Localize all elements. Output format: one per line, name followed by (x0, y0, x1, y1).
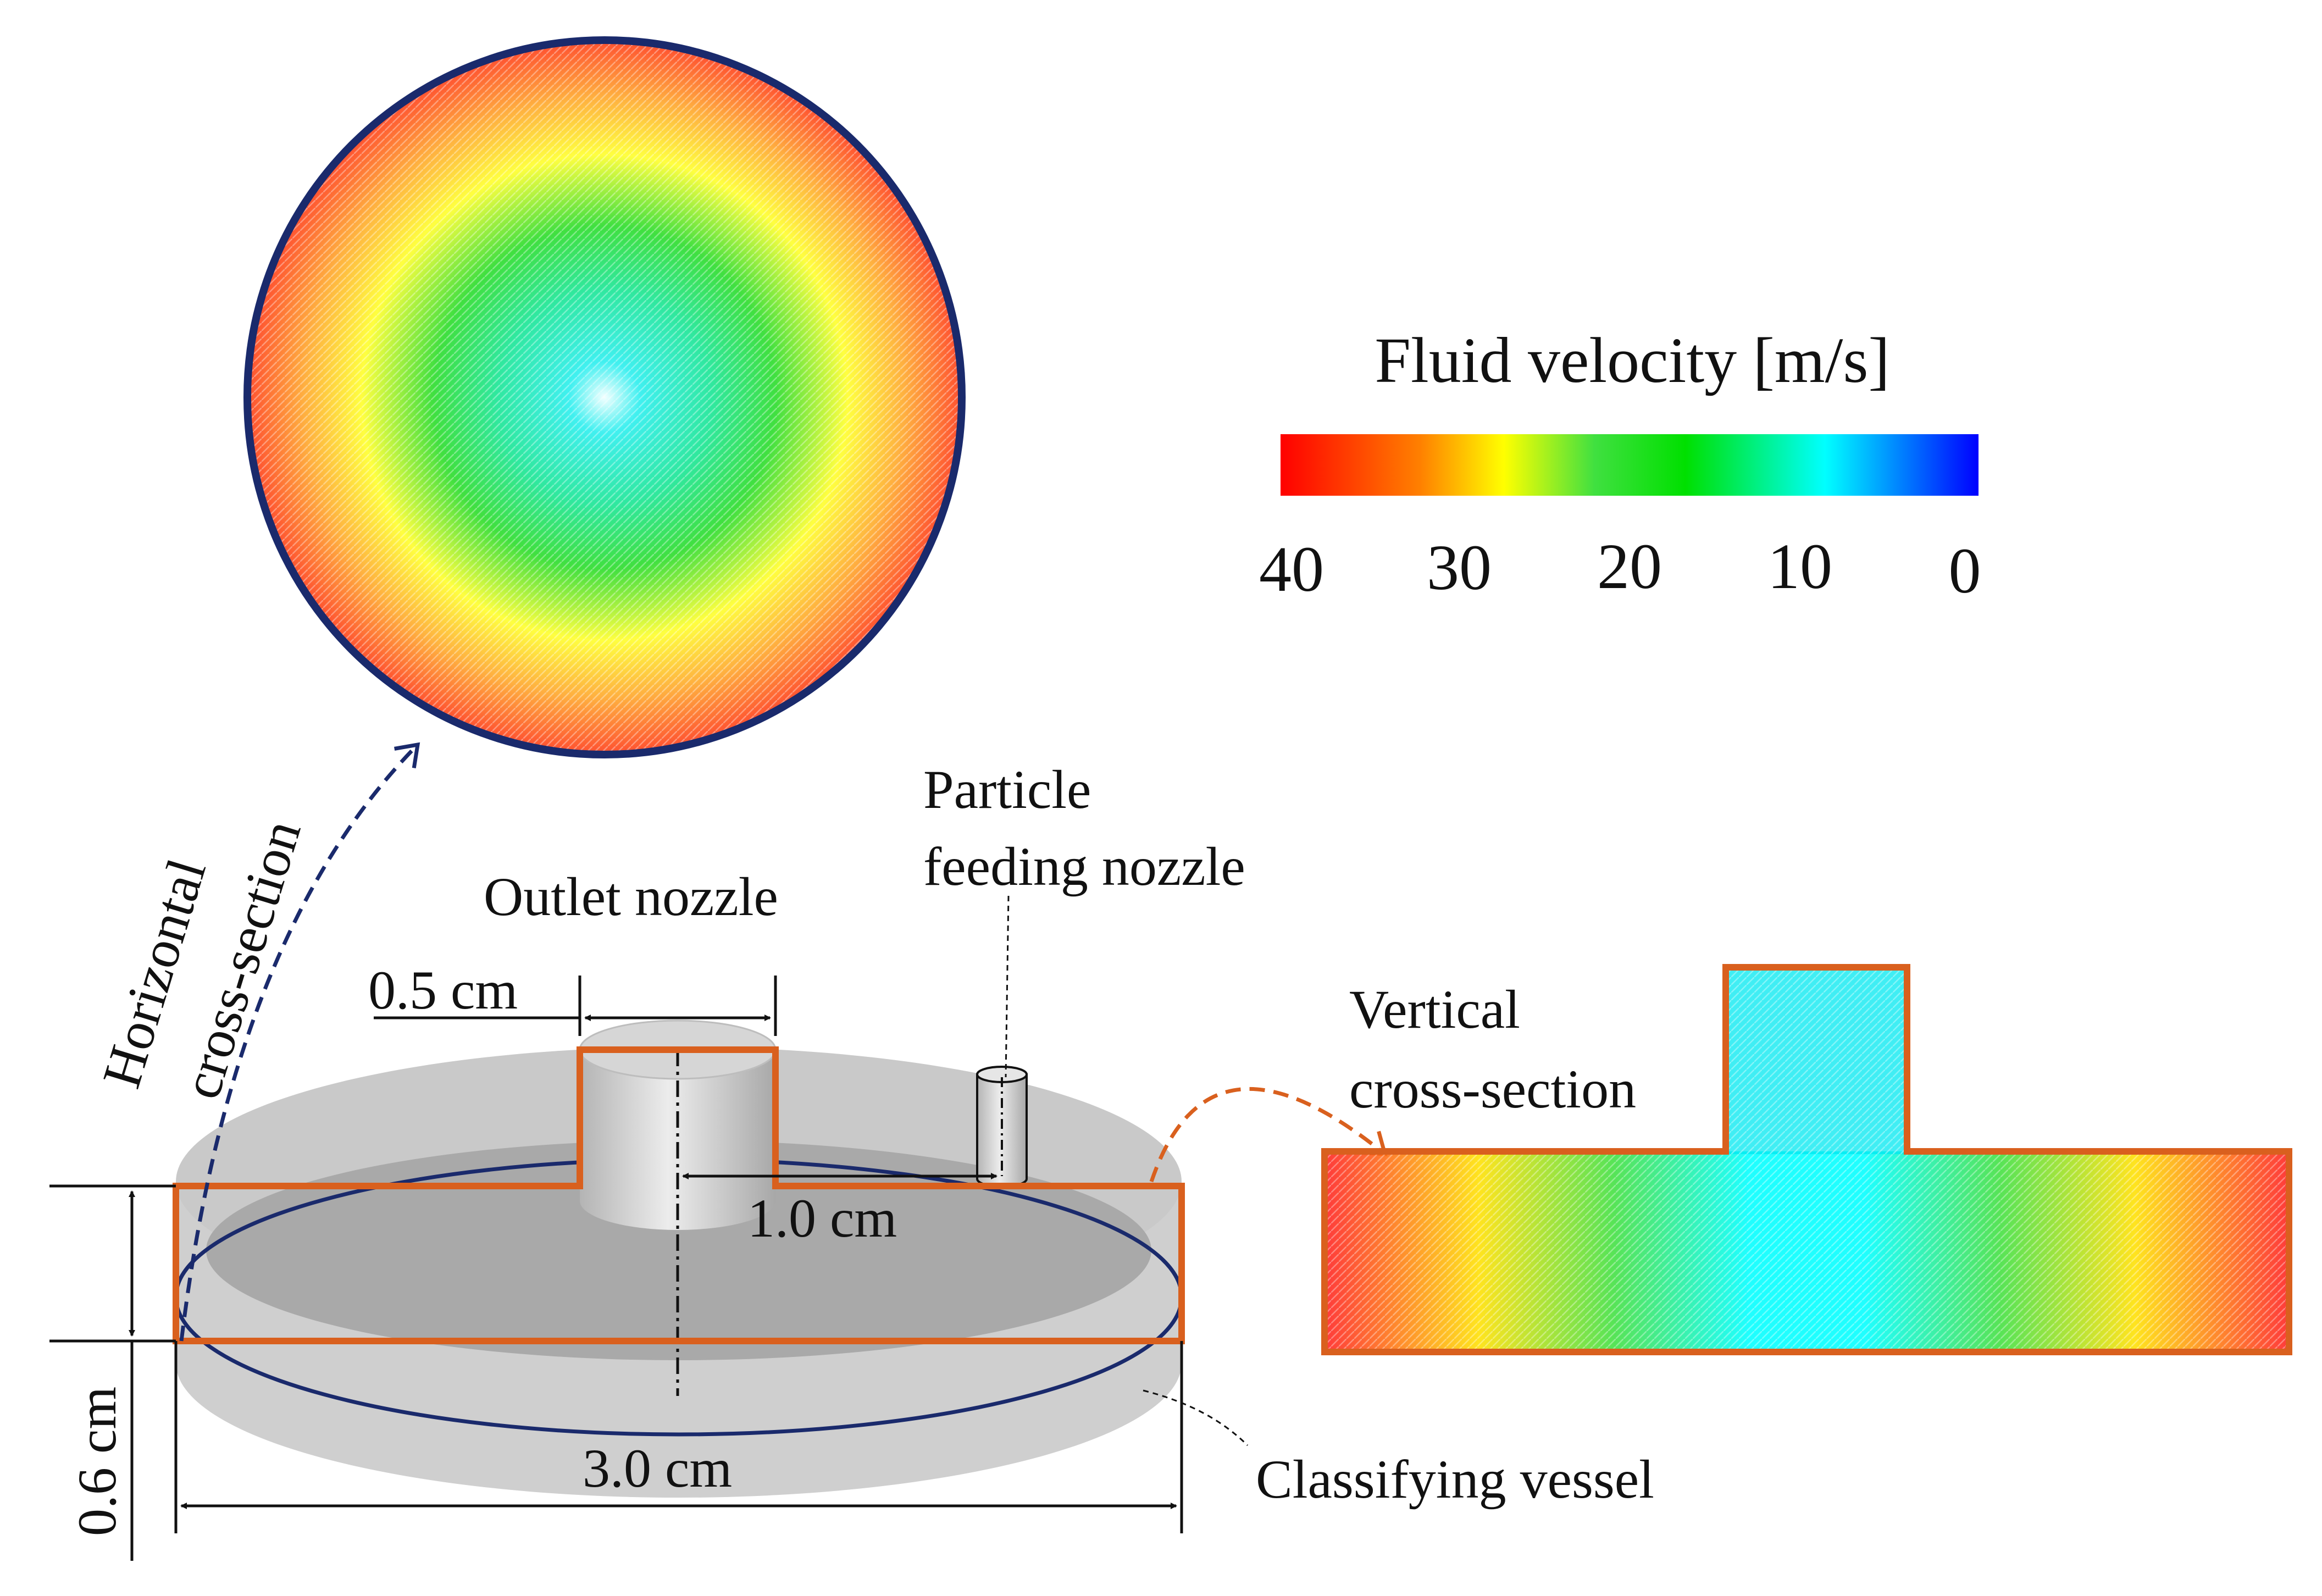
colorbar-tick-0: 0 (1949, 535, 1981, 607)
vessel-section-outline (173, 1046, 1185, 1344)
colorbar-tick-10: 10 (1767, 530, 1832, 602)
vertical-section-nozzle-texture (1726, 967, 1907, 1154)
vertical-section-outline (1321, 964, 2292, 1355)
horizontal-section-disk (243, 36, 966, 758)
dim-0-6-label: 0.6 cm (66, 1387, 128, 1536)
colorbar-tick-20: 20 (1597, 530, 1662, 602)
dim-3-0-label: 3.0 cm (583, 1438, 732, 1499)
dim-0-5-label: 0.5 cm (368, 960, 518, 1021)
colorbar-title: Fluid velocity [m/s] (1375, 324, 1889, 396)
outlet-nozzle-body (580, 1050, 775, 1230)
vertical-section-arrow (1149, 1087, 1388, 1183)
horizontal-section-label-line2: cross-section (170, 813, 313, 1106)
dimension-annotations (49, 976, 1183, 1561)
disk-vector-texture (247, 40, 962, 755)
particle-label-line2: feeding nozzle (923, 836, 1245, 897)
classifying-vessel (173, 1019, 1185, 1498)
vessel-leader (1143, 1389, 1249, 1447)
horizontal-section-arrow (179, 742, 420, 1342)
colorbar: Fluid velocity [m/s] 40 30 20 10 0 (1259, 324, 1981, 607)
classifying-vessel-label: Classifying vessel (1256, 1449, 1654, 1510)
colorbar-tick-40: 40 (1259, 533, 1324, 605)
vertical-section-panel (1321, 964, 2292, 1355)
feeding-leader (1005, 895, 1010, 1078)
outlet-nozzle-label: Outlet nozzle (484, 866, 778, 927)
colorbar-strip (1281, 434, 1979, 496)
dim-1-0-label: 1.0 cm (747, 1188, 897, 1249)
vertical-section-channel-texture (1325, 1151, 2289, 1352)
vertical-section-label-line1: Vertical (1349, 979, 1520, 1040)
particle-label-line1: Particle (923, 759, 1091, 820)
vertical-section-label-line2: cross-section (1349, 1059, 1636, 1120)
leader-lines (1005, 895, 1249, 1447)
disk-rim (243, 36, 966, 758)
colorbar-tick-30: 30 (1427, 531, 1492, 603)
